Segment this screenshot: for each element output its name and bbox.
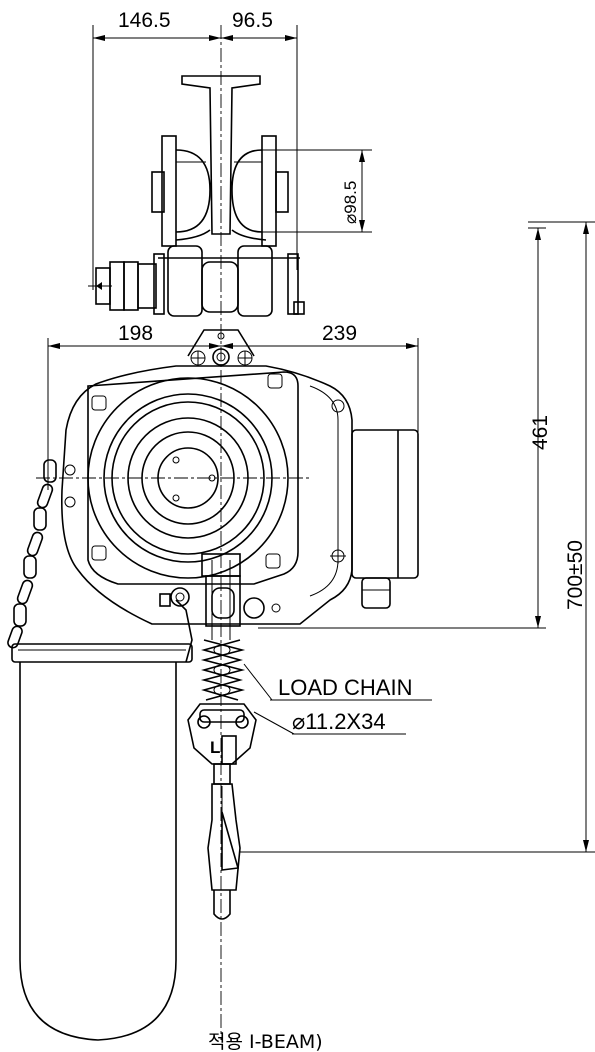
hook-mark: L — [210, 738, 220, 757]
dim-96-5: 96.5 — [232, 9, 273, 32]
motor — [351, 429, 419, 609]
trolley-wheel-right — [231, 135, 289, 247]
dim-wheel-diameter: ⌀98.5 — [262, 149, 372, 233]
dim-146-5: 146.5 — [118, 9, 171, 32]
trolley-frame — [153, 245, 305, 317]
dim-461: 461 — [529, 415, 552, 450]
load-chain — [200, 553, 281, 701]
dim-98-5: ⌀98.5 — [341, 181, 360, 224]
load-chain-spec: ⌀11.2X34 — [292, 709, 386, 734]
caption: 적용 I-BEAM) — [208, 1031, 323, 1052]
load-chain-title: LOAD CHAIN — [278, 675, 412, 700]
trolley-wheel-left — [151, 135, 211, 247]
dim-top-widths: 146.5 96.5 — [92, 9, 298, 290]
dim-body-widths: 198 239 — [47, 322, 419, 490]
dim-239: 239 — [322, 322, 357, 345]
hook-block: L — [187, 703, 257, 920]
load-chain-callout: LOAD CHAIN ⌀11.2X34 — [243, 663, 432, 735]
dim-198: 198 — [118, 322, 153, 345]
dim-700-50: 700±50 — [564, 540, 587, 610]
hoist-body — [61, 329, 353, 625]
hand-chain — [7, 459, 57, 649]
dim-heights: 461 700±50 — [240, 221, 595, 853]
trolley-axle-nut-stack — [88, 261, 157, 311]
chain-bucket — [11, 587, 193, 1041]
